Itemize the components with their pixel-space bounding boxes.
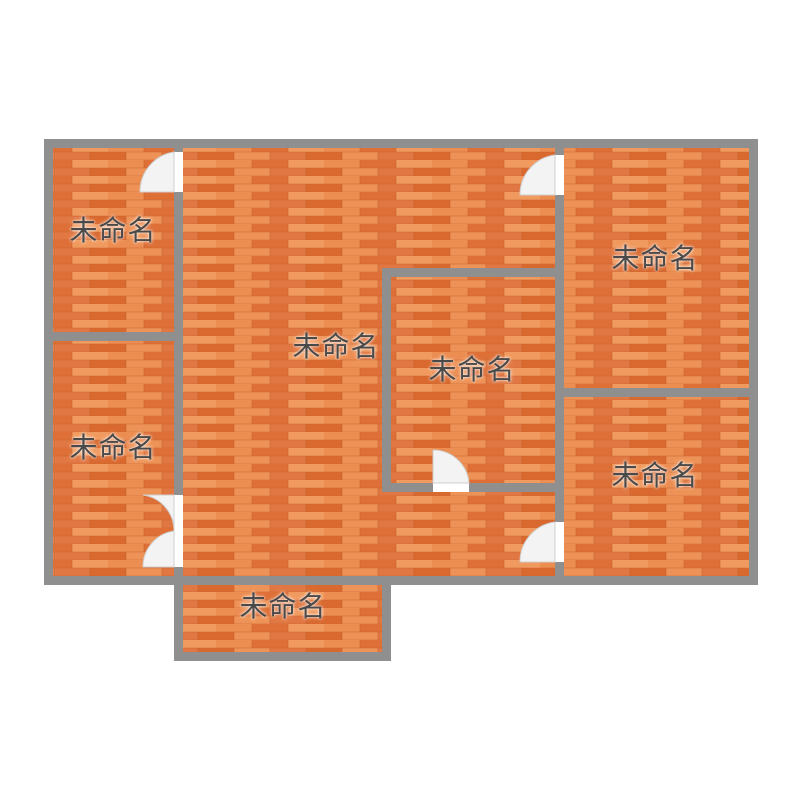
wall-right-split [555,388,758,397]
floor-central [178,145,560,579]
wall-inner-left [382,268,391,492]
door-icon [142,494,183,532]
wall-right [749,139,758,585]
wall-balcony-left [174,576,183,661]
wall-left [44,139,53,585]
room-label-central: 未命名 [292,330,380,363]
doors [139,151,564,568]
floor-bottom [178,579,390,657]
wall-left-inner [174,139,183,585]
wall-top [44,139,758,148]
room-label-right-upper: 未命名 [611,242,699,275]
floors [50,145,752,657]
wall-inner-top [382,268,564,277]
wall-bottom [44,576,758,585]
door-icon [519,521,564,563]
walls [44,139,758,661]
room-label-top-left: 未命名 [69,214,157,247]
wall-balcony-bottom [174,652,391,661]
wall-right-inner [555,139,564,585]
wall-inner-bottom [382,483,564,492]
floor-right-upper [560,145,752,393]
room-label-inner-center: 未命名 [428,353,516,386]
door-icon [432,449,470,492]
door-icon [519,154,564,196]
wall-left-split [44,332,183,341]
wall-balcony-right [382,576,391,661]
room-label-right-lower: 未命名 [611,459,699,492]
floor-right-lower [560,393,752,579]
room-label-left-lower: 未命名 [69,431,157,464]
door-icon [142,530,183,568]
room-label-bottom: 未命名 [239,590,327,623]
door-icon [139,151,183,193]
